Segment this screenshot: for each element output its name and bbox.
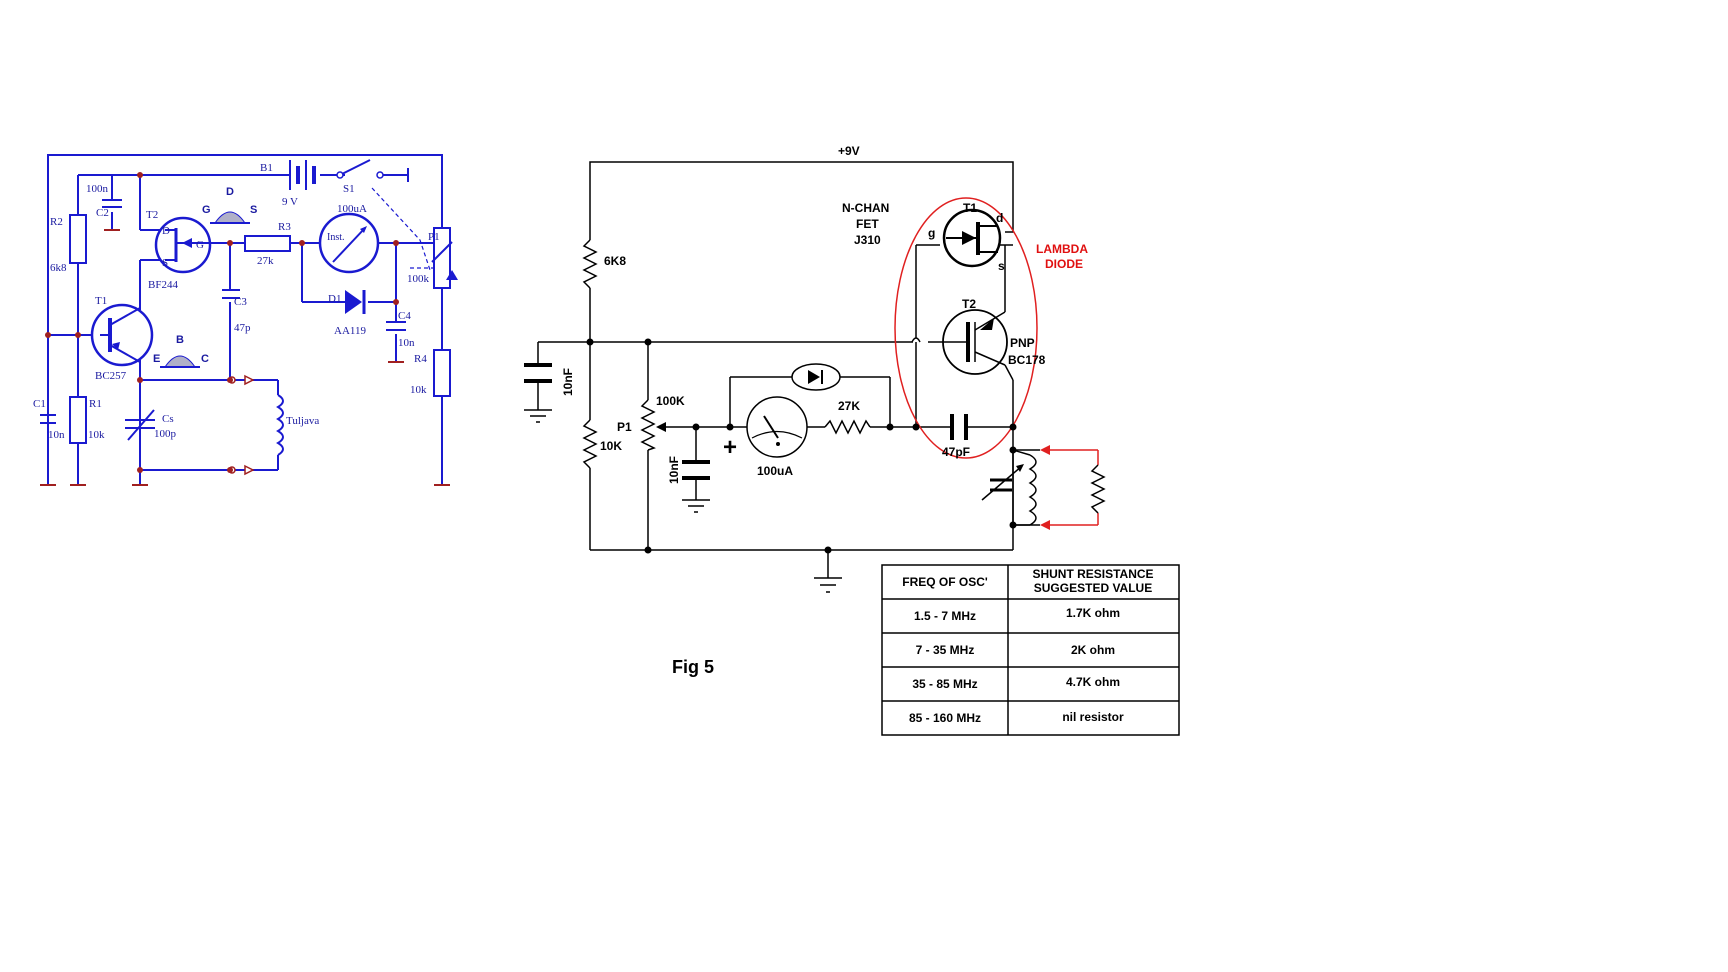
label-s1: S1 bbox=[343, 183, 355, 195]
table-cell-freq: 85 - 160 MHz bbox=[909, 711, 981, 725]
label-r2: R2 bbox=[50, 216, 63, 228]
label-coil: Tuljava bbox=[286, 415, 319, 427]
label-t2-part: BF244 bbox=[148, 279, 178, 291]
table-header-shunt-2: SUGGESTED VALUE bbox=[1034, 581, 1152, 595]
label-t1: T1 bbox=[963, 201, 977, 215]
table-cell-value: 2K ohm bbox=[1071, 643, 1115, 657]
label-d1-part: AA119 bbox=[334, 325, 366, 337]
label-t1: T1 bbox=[95, 295, 107, 307]
label-cs: Cs bbox=[162, 413, 174, 425]
label-p1: P1 bbox=[428, 231, 440, 243]
label-t2-g: G bbox=[196, 239, 204, 251]
label-supply: +9V bbox=[838, 144, 860, 158]
label-nchan: N-CHAN bbox=[842, 201, 889, 215]
label-t2-s: S bbox=[162, 257, 168, 269]
label-p1: P1 bbox=[617, 420, 632, 434]
label-c-mid: 10nF bbox=[667, 456, 681, 484]
label-b1-value: 9 V bbox=[282, 196, 298, 208]
label-r1-value: 10k bbox=[88, 429, 105, 441]
label-t2-d: D bbox=[162, 225, 170, 237]
shunt-table: FREQ OF OSC' SHUNT RESISTANCE SUGGESTED … bbox=[881, 564, 1180, 736]
label-p1-value: 100k bbox=[407, 273, 430, 285]
label-meter-text: Inst. bbox=[327, 232, 345, 243]
label-c2: C2 bbox=[96, 207, 109, 219]
label-6k8: 6K8 bbox=[604, 254, 626, 268]
label-cs-value: 100p bbox=[154, 428, 177, 440]
label-r3-value: 27k bbox=[257, 255, 274, 267]
label-pin-c: C bbox=[201, 353, 209, 365]
label-lambda: LAMBDA bbox=[1036, 242, 1088, 256]
label-c-left: 10nF bbox=[561, 368, 575, 396]
label-pnp: PNP bbox=[1010, 336, 1035, 350]
label-100k: 100K bbox=[656, 394, 685, 408]
label-diode: DIODE bbox=[1045, 257, 1083, 271]
label-r3: R3 bbox=[278, 221, 291, 233]
label-d1: D1 bbox=[328, 293, 341, 305]
label-t2: T2 bbox=[962, 297, 976, 311]
table-cell-value: 4.7K ohm bbox=[1066, 675, 1120, 689]
label-meter: 100uA bbox=[757, 464, 793, 478]
table-cell-freq: 1.5 - 7 MHz bbox=[914, 609, 976, 623]
label-bc178: BC178 bbox=[1008, 353, 1046, 367]
table-cell-value: 1.7K ohm bbox=[1066, 606, 1120, 620]
label-r2-value: 6k8 bbox=[50, 262, 67, 274]
label-s: s bbox=[998, 259, 1005, 273]
label-10k: 10K bbox=[600, 439, 622, 453]
table-cell-value: nil resistor bbox=[1062, 710, 1124, 724]
right-schematic: +9V 6K8 N-CHAN FET J310 T1 g d s LAMBDA … bbox=[524, 144, 1106, 677]
label-r1: R1 bbox=[89, 398, 102, 410]
label-c3: C3 bbox=[234, 296, 247, 308]
label-r4-value: 10k bbox=[410, 384, 427, 396]
label-c2-value: 100n bbox=[86, 183, 109, 195]
table-cell-freq: 7 - 35 MHz bbox=[916, 643, 975, 657]
label-pin-s: S bbox=[250, 204, 257, 216]
label-c4: C4 bbox=[398, 310, 411, 322]
label-pin-b: B bbox=[176, 334, 184, 346]
label-plus: + bbox=[723, 434, 737, 461]
lambda-diode-ring bbox=[894, 197, 1038, 459]
label-meter-value: 100uA bbox=[337, 203, 367, 215]
table-header-freq: FREQ OF OSC' bbox=[902, 575, 988, 589]
label-g: g bbox=[928, 226, 935, 240]
label-c1-value: 10n bbox=[48, 429, 65, 441]
label-b1: B1 bbox=[260, 162, 273, 174]
left-schematic: R2 6k8 100n C2 T2 D S G BF244 B1 9 V S1 … bbox=[33, 154, 458, 486]
figure-title: Fig 5 bbox=[672, 657, 714, 677]
label-c1: C1 bbox=[33, 398, 46, 410]
label-c4-value: 10n bbox=[398, 337, 415, 349]
label-t2: T2 bbox=[146, 209, 158, 221]
label-j310: J310 bbox=[854, 233, 881, 247]
label-fet: FET bbox=[856, 217, 879, 231]
label-pin-g: G bbox=[202, 204, 211, 216]
table-cell-freq: 35 - 85 MHz bbox=[912, 677, 977, 691]
table-header-shunt-1: SHUNT RESISTANCE bbox=[1032, 567, 1153, 581]
label-47pf: 47pF bbox=[942, 445, 970, 459]
label-d: d bbox=[996, 211, 1003, 225]
label-pin-d: D bbox=[226, 186, 234, 198]
label-pin-e: E bbox=[153, 353, 160, 365]
label-c3-value: 47p bbox=[234, 322, 251, 334]
label-t1-part: BC257 bbox=[95, 370, 127, 382]
label-27k: 27K bbox=[838, 399, 860, 413]
label-r4: R4 bbox=[414, 353, 427, 365]
